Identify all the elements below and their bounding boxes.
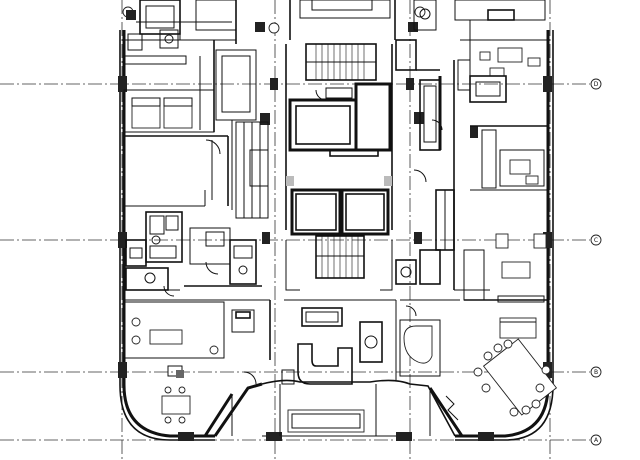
- right-living-room: [463, 233, 548, 339]
- left-bathroom-cluster: [124, 211, 270, 301]
- door-swings: [163, 89, 443, 385]
- right-service-zone: [395, 39, 548, 290]
- bottom-left-lounge: [123, 301, 255, 424]
- left-middle-room: [124, 120, 269, 219]
- grid-bubble-label-b: B: [594, 369, 598, 376]
- interior-partitions: [124, 176, 490, 436]
- stair-upper: [305, 43, 377, 81]
- stair-lower: [285, 235, 393, 291]
- top-rooms: [125, 0, 548, 80]
- grid-bubble-label-a: A: [594, 437, 599, 444]
- dining-table: [473, 338, 558, 417]
- top-grid-bubbles: [122, 6, 426, 34]
- bottom-center-kitchen: [176, 307, 383, 433]
- grid-bubble-a: A: [590, 434, 602, 446]
- grid-bubble-label-c: C: [594, 237, 598, 244]
- grid-bubble-b: B: [590, 366, 602, 378]
- elevator-core-lower: [290, 188, 390, 236]
- grid-bubble-label-d: D: [594, 81, 599, 88]
- left-bedroom: [123, 40, 257, 133]
- grid-bubble-d: D: [590, 78, 602, 90]
- grid-bubble-c: C: [590, 234, 602, 246]
- right-mid-room: [399, 299, 460, 421]
